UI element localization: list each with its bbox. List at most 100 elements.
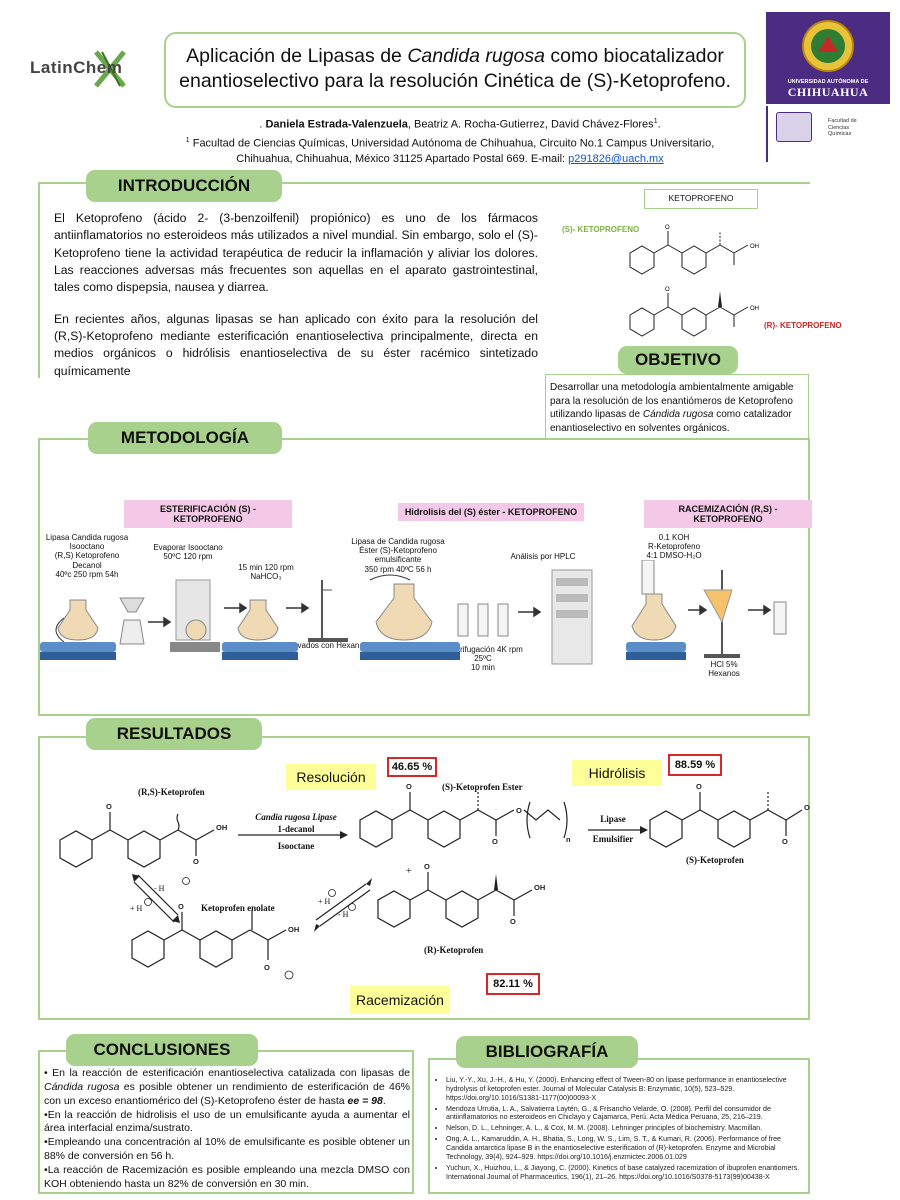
r-keto-oh-label: OH (534, 883, 545, 892)
step-esterificacion: ESTERIFICACIÓN (S) - KETOPROFENO (124, 500, 292, 528)
conclusion-4: •La reacción de Racemización es posible … (44, 1164, 410, 1190)
results-scheme: O OH O O O O n OH O O O OH O O OH O (59, 782, 810, 980)
cond-centrifugacion: Centrifugación 4K rpm 25ºC 10 min (443, 645, 523, 673)
anion-circle (284, 970, 294, 980)
vials-icon (457, 603, 509, 637)
methods-illustration (40, 560, 787, 665)
hotplate-4-icon (626, 593, 686, 660)
reaction-1-conditions: Candia rugosa Lipase 1-decanol Isooctane (246, 812, 346, 853)
racemizacion-percent: 82.11 % (486, 973, 540, 995)
email-link[interactable]: p291826@uach.mx (568, 153, 664, 166)
step-racemizacion: RACEMIZACIÓN (R,S) - KETOPROFENO (644, 500, 812, 528)
r-ketoprofen-result-label: (R)-Ketoprofen (424, 945, 484, 955)
methods-panel (38, 438, 810, 716)
reference-2: Mendoza Urrutia, L. A., Salvatierra Layt… (446, 1105, 806, 1123)
fcq-logo: Facultad de Ciencias Químicas (766, 106, 890, 162)
intro-paragraph-1: El Ketoprofeno (ácido 2- (3-benzoilfenil… (54, 211, 538, 295)
s-keto-carbonyl-o: O (782, 837, 788, 846)
cond-evaporar: Evaporar Isooctano 50ºC 120 rpm (153, 543, 223, 562)
cation-circle-2 (144, 898, 152, 906)
reference-5: Yuchun, X., Huizhou, L., & Jiayong, C. (… (446, 1164, 806, 1182)
reaction-2-conditions: Lipase Emulsifier (588, 814, 638, 844)
hplc-icon (551, 569, 593, 665)
enolate-oh-label: OH (288, 925, 299, 934)
enolate-o-label: O (178, 902, 184, 911)
ester-keto-o: O (406, 782, 412, 791)
racemizacion-label: Racemización (350, 986, 450, 1014)
hidrolisis-percent: 88.59 % (668, 754, 722, 776)
conclusions-heading: CONCLUSIONES (66, 1034, 258, 1066)
latinchem-x-icon (94, 50, 126, 88)
rotavap-icon (170, 579, 220, 652)
r-keto-o: O (665, 287, 670, 293)
fcq-crest-icon (776, 112, 812, 142)
cond-lavados: 3 lavados con Hexan (284, 641, 360, 650)
reaction-1-reagent: 1-decanol (277, 823, 315, 834)
plus-h-right: + H (318, 897, 331, 906)
conclusion-1: • En la reacción de esterificación enant… (44, 1067, 410, 1107)
reaction-2-catalyst: Lipase (600, 814, 626, 824)
r-ketoprofen-label: (R)- KETOPROFENO (764, 321, 842, 330)
s-ketoprofen-label: (S)- KETOPROFENO (562, 225, 640, 234)
intro-panel (38, 182, 810, 378)
ester-o: O (516, 806, 522, 815)
fcq-label: Facultad de Ciencias Químicas (828, 118, 857, 138)
r-keto-o-label: O (424, 862, 430, 871)
intro-heading: INTRODUCCIÓN (86, 170, 282, 202)
plus-sign: + (406, 866, 412, 877)
results-panel (38, 736, 810, 1020)
ester-n-subscript: n (566, 835, 571, 844)
results-heading: RESULTADOS (86, 718, 262, 750)
rs-oh-label: OH (216, 823, 227, 832)
step-hidrolisis: Hidrolisis del (S) éster - KETOPROFENO (398, 503, 584, 521)
minus-h-left: - H (154, 884, 165, 893)
title-line-1: Aplicación de Lipasas de Candida rugosa … (186, 45, 724, 67)
cation-circle-1 (182, 877, 190, 885)
bibliography-heading: BIBLIOGRAFÍA (456, 1036, 638, 1068)
title-line-2: enantioselectivo para la resolución Ciné… (179, 70, 731, 93)
cond-hcl: HCl 5% Hexanos (708, 660, 740, 679)
ester-carbonyl-o: O (492, 837, 498, 846)
r-keto-oh: OH (750, 306, 759, 312)
bibliography-list: Liu, Y.-Y., Xu, J.-H., & Hu, Y. (2000). … (446, 1076, 806, 1183)
objective-box: Desarrollar una metodología ambientalmen… (545, 374, 809, 440)
latinchem-logo-text: LatinChem (30, 58, 123, 77)
hidrolisis-label: Hidrólisis (572, 760, 662, 786)
reaction-1-catalyst: Candia rugosa Lipase (255, 812, 337, 822)
rs-ketoprofen-label: (R,S)-Ketoprofen (138, 787, 205, 797)
crest-icon (802, 20, 854, 72)
hotplate-3-icon (360, 574, 460, 660)
s-ketoprofen-result-label: (S)-Ketoprofen (686, 855, 744, 865)
cond-esterificacion: Lipasa Candida rugosa Isooctano (R,S) Ke… (45, 533, 129, 579)
column-icon (641, 560, 655, 595)
enolate-o-minus: O (264, 963, 270, 972)
funnel-icon (119, 597, 145, 645)
s-keto-oh-label: OH (804, 803, 810, 812)
reference-4: Ong, A. L., Kamaruddin, A. H., Bhatia, S… (446, 1135, 806, 1162)
conclusion-2: •En la reacción de hidrolisis el uso de … (44, 1108, 410, 1135)
cond-bicarbonato: 15 min 120 rpm NaHCO₃ (238, 563, 294, 582)
hotplate-2-icon (222, 599, 298, 660)
cond-racemizacion: 0.1 KOH R-Ketoprofeno 4:1 DMSO-H₂O (646, 533, 702, 561)
conclusion-3: •Empleando una concentración al 10% de e… (44, 1136, 410, 1163)
resolucion-percent: 46.65 % (387, 757, 437, 777)
minus-h-right: - H (338, 910, 349, 919)
final-vial-icon (773, 601, 787, 635)
reaction-1-solvent: Isooctane (277, 841, 315, 852)
enolate-label: Ketoprofen enolate (201, 903, 275, 913)
latinchem-logo: LatinChem (30, 48, 150, 88)
plus-h-left: + H (130, 904, 143, 913)
hotplate-1-icon (40, 599, 116, 660)
intro-text: El Ketoprofeno (ácido 2- (3-benzoilfenil… (54, 210, 538, 380)
rs-o-label: O (106, 802, 112, 811)
s-ester-label: (S)-Ketoprofen Ester (442, 782, 523, 792)
s-keto-o: O (665, 225, 670, 231)
reaction-2-additive: Emulsifier (592, 834, 634, 844)
university-line-2: CHIHUAHUA (787, 85, 869, 99)
ketoprofen-label-box: KETOPROFENO (644, 189, 758, 209)
separatory-funnel-icon (703, 570, 740, 658)
cation-circle-3 (328, 889, 336, 897)
methods-heading: METODOLOGÍA (88, 422, 282, 454)
s-keto-oh: OH (750, 244, 759, 250)
r-keto-carbonyl-o: O (510, 917, 516, 926)
